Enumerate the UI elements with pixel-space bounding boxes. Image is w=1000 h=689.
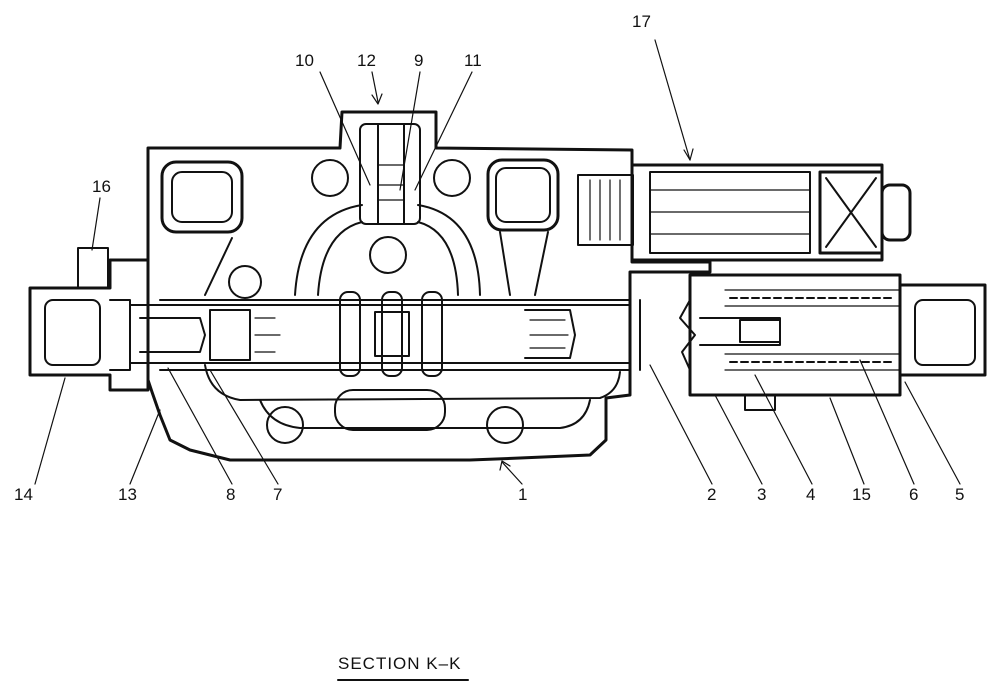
section-caption: SECTION K–K	[337, 654, 469, 681]
valve-body	[146, 110, 712, 462]
callout-4: 4	[806, 485, 815, 504]
callout-11: 11	[464, 51, 482, 70]
callouts: 17 10 12 9 11 16 14 13 8 7 1 2 3 4 15 6 …	[14, 12, 964, 504]
caption-text: SECTION K–K	[338, 654, 461, 673]
callout-5: 5	[955, 485, 964, 504]
solenoid	[577, 163, 912, 262]
spool	[129, 291, 696, 377]
callout-2: 2	[707, 485, 716, 504]
callout-12: 12	[357, 51, 376, 70]
leader-lines	[34, 39, 961, 485]
callout-16: 16	[92, 177, 111, 196]
callout-6: 6	[909, 485, 918, 504]
callout-1: 1	[518, 485, 527, 504]
callout-9: 9	[414, 51, 423, 70]
callout-13: 13	[118, 485, 137, 504]
callout-15: 15	[852, 485, 871, 504]
callout-17: 17	[632, 12, 651, 31]
callout-14: 14	[14, 485, 33, 504]
callout-8: 8	[226, 485, 235, 504]
callout-7: 7	[273, 485, 282, 504]
callout-10: 10	[295, 51, 314, 70]
spring-housing	[688, 273, 987, 411]
callout-3: 3	[757, 485, 766, 504]
left-end-cap	[28, 247, 150, 392]
